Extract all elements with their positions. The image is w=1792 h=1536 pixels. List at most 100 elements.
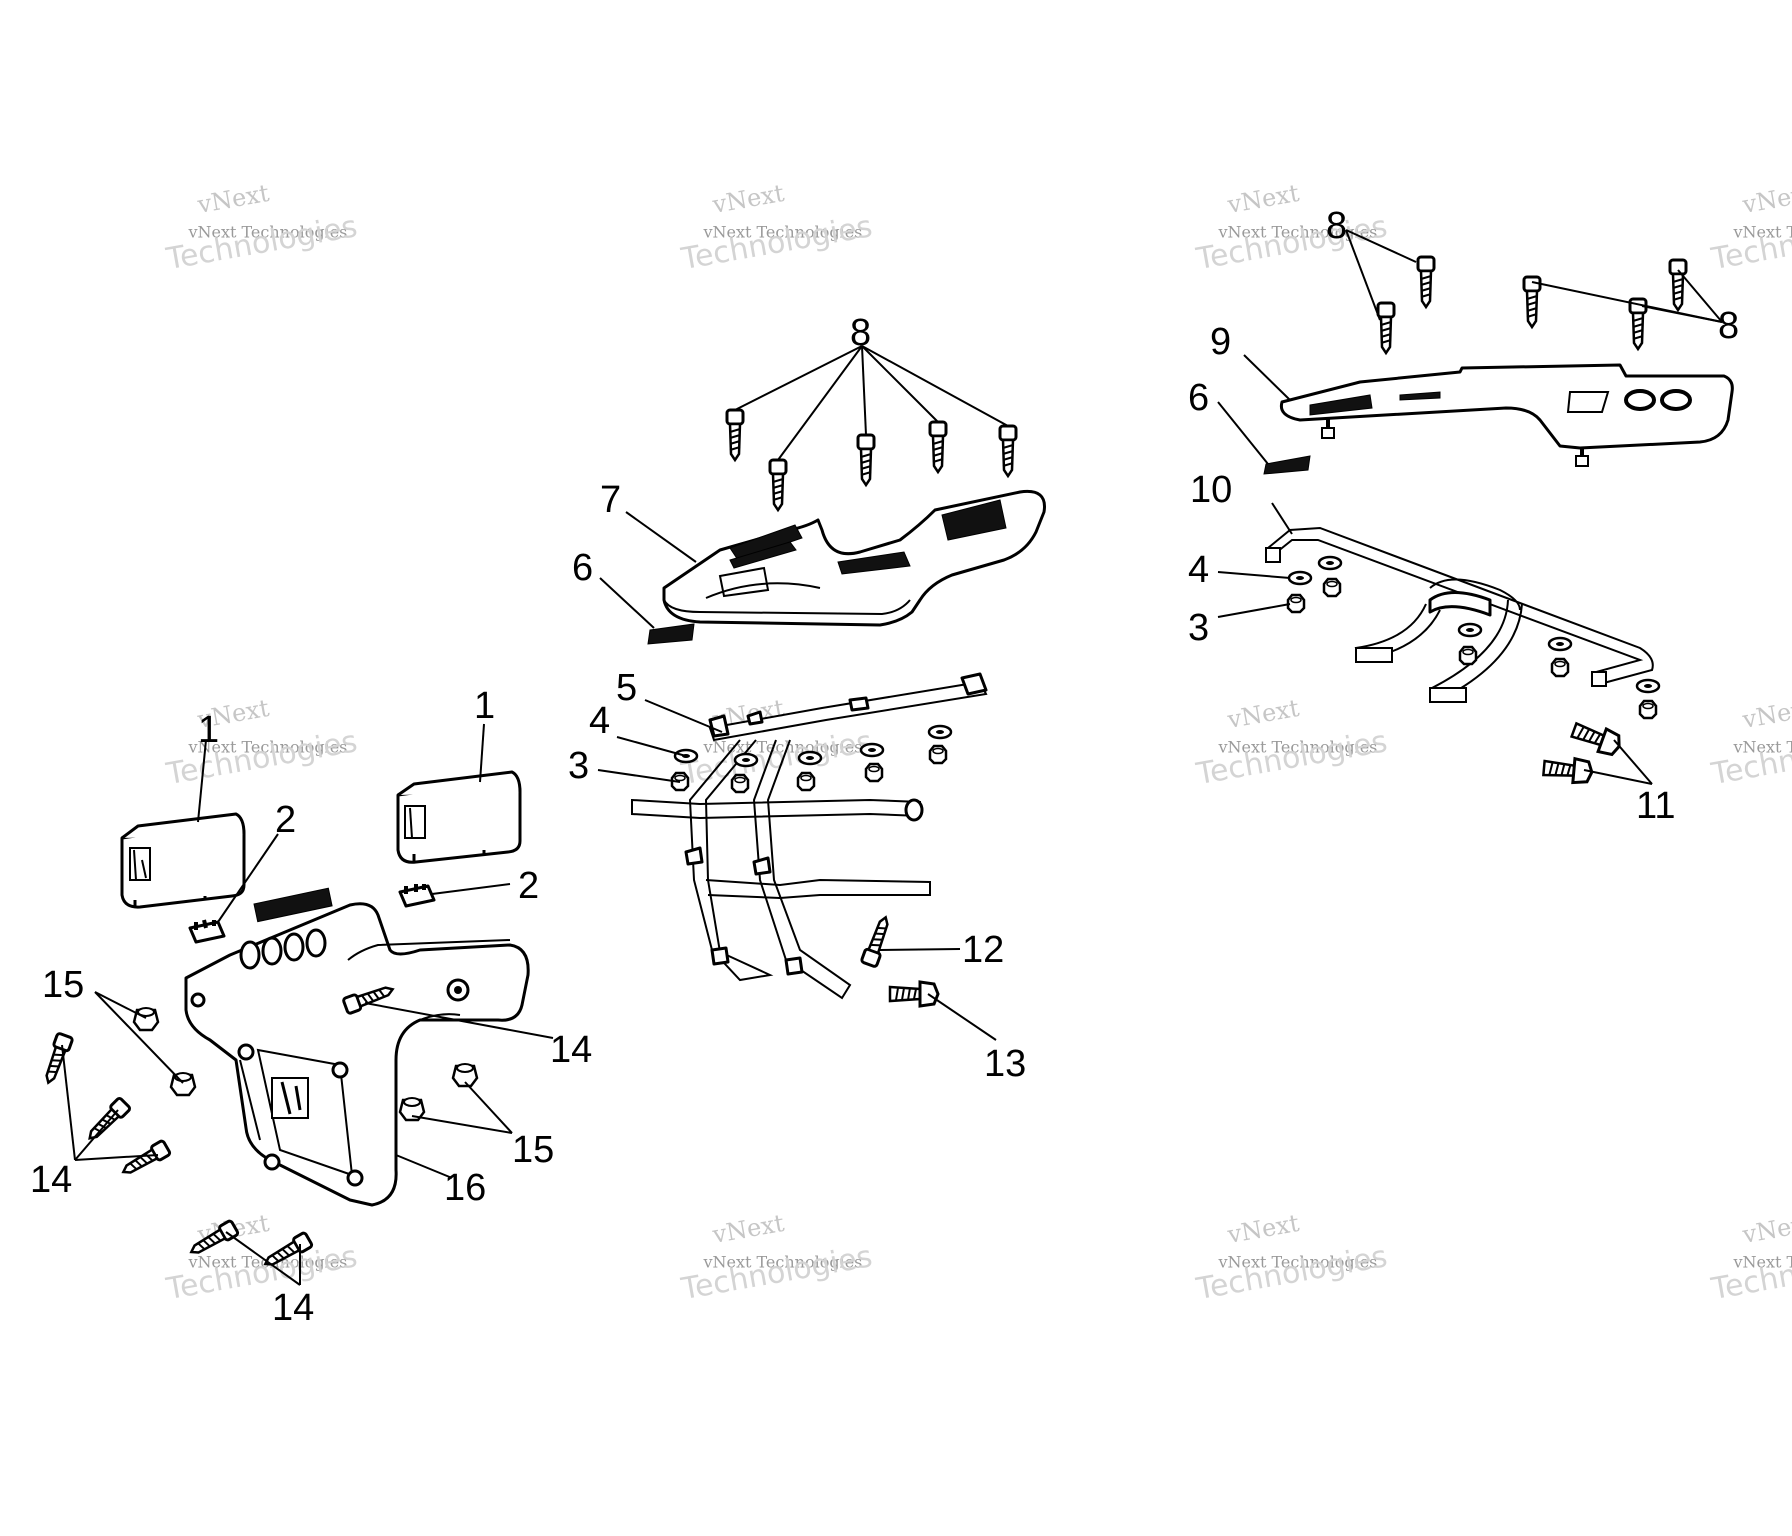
decal-front (647, 623, 695, 645)
rear-rack-assembly (1263, 255, 1734, 786)
callout-16: 16 (444, 1167, 486, 1209)
nut (1638, 699, 1658, 720)
svg-text:vNext Technologies: vNext Technologies (1732, 737, 1792, 756)
watermark-tile: vNext vNext Technologies Technologies (1193, 179, 1390, 277)
callout-labels: 1 1 2 2 15 14 15 16 14 14 8 7 6 5 4 3 12… (30, 205, 1739, 1329)
callout-3: 3 (1188, 607, 1209, 649)
headlight-left (120, 812, 246, 909)
callout-14: 14 (30, 1159, 72, 1201)
rack-bolt (928, 420, 948, 474)
washer (1287, 570, 1313, 586)
svg-text:vNext Technologies: vNext Technologies (1217, 1252, 1377, 1271)
callout-2: 2 (518, 865, 539, 907)
front-panel (184, 887, 530, 1207)
rack-bolt (1668, 258, 1688, 312)
svg-text:vNext Technologies: vNext Technologies (1732, 1252, 1792, 1271)
callout-10: 10 (1190, 469, 1232, 511)
svg-text:vNext: vNext (1740, 694, 1792, 734)
leader-lines (61, 229, 1723, 1286)
watermark-tile: vNext vNext Technologies Technologies (1708, 1209, 1792, 1307)
svg-text:Technologies: Technologies (1193, 1239, 1390, 1307)
watermark-tile: vNext vNext Technologies Technologies (1708, 694, 1792, 792)
rack-bolt (856, 433, 876, 487)
washer (1457, 622, 1483, 638)
headlight-right (396, 770, 522, 864)
watermark-tile: vNext vNext Technologies Technologies (678, 1209, 875, 1307)
front-rack-tray (662, 489, 1046, 627)
svg-text:vNext Technologies: vNext Technologies (1217, 222, 1377, 241)
rear-rack-frame (1265, 526, 1654, 703)
callout-14: 14 (272, 1287, 314, 1329)
callout-8: 8 (1718, 305, 1739, 347)
watermark: vNext vNext Technologies Technologies vN… (163, 179, 1792, 1307)
washer (797, 750, 823, 766)
frame-bolt (859, 913, 895, 969)
frame-bolt (1568, 717, 1625, 760)
callout-1: 1 (198, 709, 219, 751)
svg-text:vNext Technologies: vNext Technologies (1217, 737, 1377, 756)
callout-6: 6 (1188, 377, 1209, 419)
svg-text:Technologies: Technologies (678, 1239, 875, 1307)
svg-text:vNext: vNext (1225, 694, 1302, 734)
bulb-clip-left (188, 919, 226, 944)
watermark-tile: vNext vNext Technologies Technologies (163, 179, 360, 277)
panel-screw (39, 1031, 75, 1087)
callout-2: 2 (275, 799, 296, 841)
front-rack-assembly (631, 408, 1046, 1008)
front-rack-frame (631, 672, 988, 1000)
callout-15: 15 (42, 964, 84, 1006)
watermark-tile: vNext vNext Technologies Technologies (678, 694, 875, 792)
callout-5: 5 (616, 667, 637, 709)
rack-bolt (1376, 301, 1396, 355)
svg-text:vNext: vNext (195, 179, 272, 219)
callout-13: 13 (984, 1043, 1026, 1085)
callout-4: 4 (1188, 549, 1209, 591)
bulb-clip-right (398, 884, 436, 908)
panel-screw (82, 1095, 133, 1146)
nut (1286, 593, 1306, 614)
rack-bolt (725, 408, 745, 462)
washer (733, 752, 759, 768)
watermark-tile: vNext vNext Technologies Technologies (678, 179, 875, 277)
washer (1317, 555, 1343, 571)
svg-text:Technologies: Technologies (1708, 1239, 1792, 1307)
svg-text:vNext: vNext (1740, 179, 1792, 219)
watermark-tile: vNext vNext Technologies Technologies (163, 694, 360, 792)
svg-text:vNext Technologies: vNext Technologies (1732, 222, 1792, 241)
svg-text:vNext: vNext (710, 1209, 787, 1249)
watermark-tile: vNext vNext Technologies Technologies (1708, 179, 1792, 277)
svg-text:vNext Technologies: vNext Technologies (702, 737, 862, 756)
callout-14: 14 (550, 1029, 592, 1071)
watermark-tile: vNext vNext Technologies Technologies (1193, 694, 1390, 792)
svg-text:vNext Technologies: vNext Technologies (702, 1252, 862, 1271)
rack-bolt (1416, 255, 1436, 309)
svg-text:Technologies: Technologies (1708, 724, 1792, 792)
callout-12: 12 (962, 929, 1004, 971)
nut (864, 762, 884, 783)
nut (928, 744, 948, 765)
washer (859, 742, 885, 758)
rear-rack-tray (1279, 363, 1734, 467)
nut (1322, 577, 1342, 598)
nut (796, 771, 816, 792)
rack-bolt (1522, 275, 1542, 329)
svg-text:Technologies: Technologies (1708, 209, 1792, 277)
washer (927, 724, 953, 740)
svg-text:vNext Technologies: vNext Technologies (702, 222, 862, 241)
svg-text:Technologies: Technologies (163, 724, 360, 792)
svg-text:vNext: vNext (710, 179, 787, 219)
callout-7: 7 (600, 479, 621, 521)
callout-3: 3 (568, 745, 589, 787)
frame-bolt (888, 980, 940, 1008)
svg-text:vNext Technologies: vNext Technologies (187, 222, 347, 241)
callout-4: 4 (589, 700, 610, 742)
svg-text:vNext: vNext (1225, 179, 1302, 219)
washer (1547, 636, 1573, 652)
callout-15: 15 (512, 1129, 554, 1171)
watermark-tile: vNext vNext Technologies Technologies (163, 1209, 360, 1307)
svg-text:vNext Technologies: vNext Technologies (187, 737, 347, 756)
svg-text:Technologies: Technologies (1193, 724, 1390, 792)
nut (1550, 657, 1570, 678)
nut (730, 773, 750, 794)
